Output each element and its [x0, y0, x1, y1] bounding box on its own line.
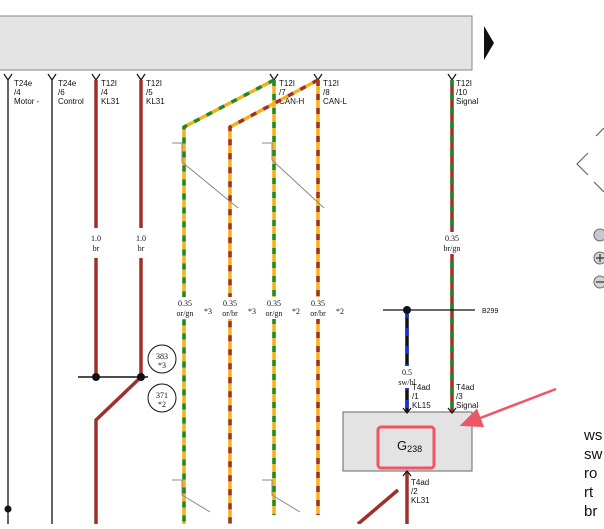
- svg-text:/2: /2: [411, 487, 418, 496]
- pin-number: /4: [101, 88, 108, 97]
- svg-text:383: 383: [156, 352, 168, 361]
- junction-371[interactable]: 371 *2: [147, 383, 177, 413]
- pan-control-icon[interactable]: [576, 127, 604, 193]
- radio-option-icon[interactable]: [593, 228, 604, 242]
- wire-label-orgn-1: 0.35 or/gn *3: [171, 297, 212, 319]
- continuation-arrow-icon[interactable]: [484, 26, 494, 60]
- wire-ground-bus[interactable]: [78, 373, 148, 524]
- wire-motor-minus[interactable]: [4, 80, 12, 524]
- pin-number: /8: [323, 88, 330, 97]
- pin-number: /4: [14, 88, 21, 97]
- svg-text:*2: *2: [292, 307, 300, 316]
- wire-label-swbl: 0.5 sw/bl: [393, 366, 421, 388]
- wire-kl15[interactable]: [383, 306, 475, 412]
- legend-item: sw: [584, 446, 603, 463]
- svg-text:0.35: 0.35: [311, 299, 325, 308]
- svg-text:0.35: 0.35: [445, 234, 459, 243]
- svg-text:T4ad: T4ad: [412, 383, 430, 392]
- svg-text:or/br: or/br: [222, 309, 238, 318]
- svg-text:or/gn: or/gn: [266, 309, 283, 318]
- pin-number: /6: [58, 88, 65, 97]
- pin-number: /5: [146, 88, 153, 97]
- wire-label-brgn-top: 0.35 br/gn: [437, 232, 467, 254]
- svg-text:0.35: 0.35: [178, 299, 192, 308]
- pin-connector: T12I: [323, 79, 339, 88]
- wire-label-br-2: 1.0 br: [129, 232, 153, 254]
- svg-text:KL15: KL15: [412, 401, 431, 410]
- svg-text:*2: *2: [158, 400, 166, 409]
- legend-item: ws: [584, 427, 603, 444]
- svg-text:*3: *3: [204, 307, 212, 316]
- svg-text:/3: /3: [456, 392, 463, 401]
- svg-text:*3: *3: [158, 361, 166, 370]
- highlight-box: [376, 425, 436, 470]
- pin-connector: T12I: [101, 79, 117, 88]
- pin-number: /10: [456, 88, 468, 97]
- svg-text:1.0: 1.0: [91, 234, 101, 243]
- svg-text:1.0: 1.0: [136, 234, 146, 243]
- svg-text:or/gn: or/gn: [177, 309, 194, 318]
- junction-383[interactable]: 383 *3: [147, 344, 177, 374]
- pin-t4ad-3: T4ad /3 Signal: [447, 383, 478, 414]
- twist-marker-top: [172, 142, 325, 209]
- pin-connector: T12I: [456, 79, 472, 88]
- pin-connector: T12I: [146, 79, 162, 88]
- svg-text:br: br: [138, 244, 145, 253]
- svg-text:*2: *2: [336, 307, 344, 316]
- wire-label-orbr-1: 0.35 or/br *3: [216, 297, 256, 319]
- connector-t24e-6: T24e /6 Control: [47, 73, 84, 106]
- svg-text:br: br: [93, 244, 100, 253]
- pin-connector: T24e: [14, 79, 33, 88]
- pin-connector: T24e: [58, 79, 77, 88]
- svg-text:br/gn: br/gn: [444, 244, 461, 253]
- svg-text:KL31: KL31: [411, 496, 430, 505]
- zoom-in-icon[interactable]: [593, 251, 604, 265]
- svg-text:sw/bl: sw/bl: [398, 378, 416, 387]
- pin-function: Signal: [456, 97, 478, 106]
- component-name: G238: [397, 438, 422, 454]
- legend-item: rt: [584, 484, 594, 501]
- svg-text:T4ad: T4ad: [411, 478, 429, 487]
- svg-text:or/br: or/br: [310, 309, 326, 318]
- wire-label-br-1: 1.0 br: [84, 232, 108, 254]
- svg-text:0.35: 0.35: [223, 299, 237, 308]
- pin-t4ad-2: T4ad /2 KL31: [402, 470, 430, 505]
- svg-text:Signal: Signal: [456, 401, 478, 410]
- svg-text:T4ad: T4ad: [456, 383, 474, 392]
- pin-function: KL31: [101, 97, 120, 106]
- annotation-arrow: [459, 387, 557, 428]
- pin-t4ad-1: T4ad /1 KL15: [402, 383, 431, 414]
- color-legend: ws sw ro rt br: [584, 426, 602, 521]
- component-g238[interactable]: G238: [342, 411, 473, 472]
- svg-text:0.35: 0.35: [267, 299, 281, 308]
- twist-marker-bottom: [172, 479, 301, 513]
- pin-function: CAN-L: [323, 97, 348, 106]
- wire-label-orbr-2: 0.35 or/br *2: [304, 297, 344, 319]
- svg-text:371: 371: [156, 391, 168, 400]
- pin-function: Control: [58, 97, 84, 106]
- legend-item: br: [584, 503, 598, 520]
- svg-text:0.5: 0.5: [402, 368, 412, 377]
- pin-connector: T12I: [279, 79, 295, 88]
- wire-g238-ground[interactable]: [356, 472, 409, 526]
- header-strip: [0, 15, 473, 71]
- pin-function: Motor -: [14, 97, 40, 106]
- svg-text:/1: /1: [412, 392, 419, 401]
- pin-function: CAN-H: [279, 97, 305, 106]
- connector-t24e-4: T24e /4 Motor -: [3, 73, 40, 106]
- pin-function: KL31: [146, 97, 165, 106]
- wire-label-orgn-2: 0.35 or/gn *2: [260, 297, 300, 319]
- svg-text:*3: *3: [248, 307, 256, 316]
- zoom-out-icon[interactable]: [593, 275, 604, 289]
- pin-number: /7: [279, 88, 286, 97]
- legend-item: ro: [584, 465, 598, 482]
- bus-label: B299: [482, 308, 498, 315]
